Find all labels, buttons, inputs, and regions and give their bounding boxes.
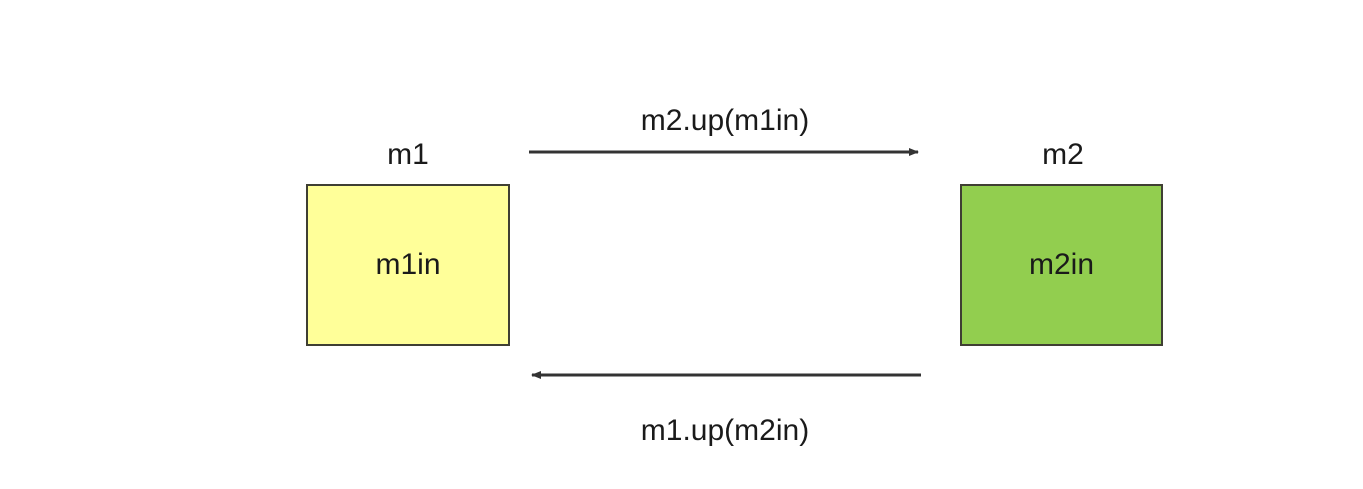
node-inner-label-m1in: m1in bbox=[375, 248, 441, 281]
node-box-m2[interactable]: m2in bbox=[960, 184, 1163, 346]
node-label-m1: m1 bbox=[387, 138, 429, 171]
edge-label-m2-to-m1: m1.up(m2in) bbox=[640, 414, 810, 447]
node-inner-label-m2in: m2in bbox=[1028, 248, 1095, 281]
edge-label-m1-to-m2: m2.up(m1in) bbox=[640, 104, 810, 137]
node-label-m2: m2 bbox=[1042, 138, 1084, 171]
node-box-m1[interactable]: m1in bbox=[306, 184, 510, 346]
